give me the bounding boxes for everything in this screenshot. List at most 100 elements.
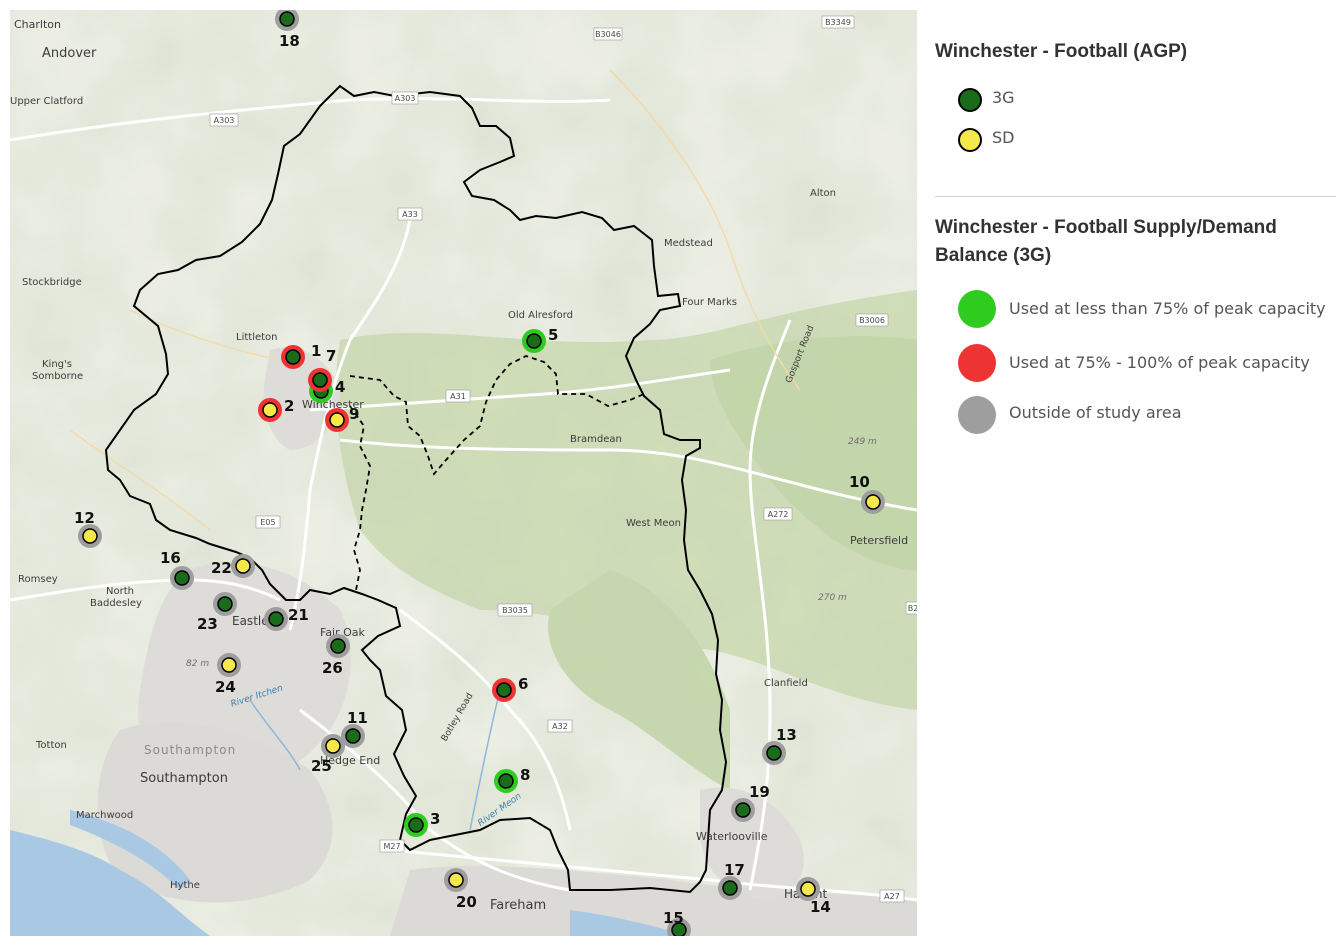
road-label: A31: [450, 392, 466, 401]
facility-marker-13[interactable]: 13: [762, 726, 797, 765]
facility-number-label: 5: [548, 326, 558, 344]
facility-number-label: 8: [520, 766, 530, 784]
facility-marker-2[interactable]: 2: [258, 397, 294, 422]
legend-red-symbol: [958, 344, 996, 382]
facility-marker-3[interactable]: 3: [404, 810, 440, 837]
facility-marker-17[interactable]: 17: [718, 861, 745, 900]
place-label: Baddesley: [90, 598, 142, 609]
facility-marker-24[interactable]: 24: [215, 653, 241, 696]
facility-marker-9[interactable]: 9: [325, 405, 359, 432]
place-label: Southampton: [144, 743, 236, 757]
facility-number-label: 10: [849, 473, 870, 491]
portsmouth-harbour: [570, 910, 690, 936]
spot-height-label: 82 m: [186, 659, 209, 669]
road-label: B3046: [595, 30, 621, 39]
facility-type-dot: [268, 611, 284, 627]
facility-number-label: 11: [347, 709, 368, 727]
facility-marker-16[interactable]: 16: [160, 549, 194, 590]
road-label: A27: [884, 892, 900, 901]
facility-type-dot: [345, 728, 361, 744]
facility-marker-23[interactable]: 23: [197, 592, 237, 633]
place-label: Hythe: [170, 880, 200, 891]
road-label: B3006: [859, 316, 885, 325]
facility-type-dot: [865, 494, 881, 510]
spot-height-label: 270 m: [818, 593, 847, 603]
river-itchen-line: [249, 699, 301, 771]
facility-type-dot: [285, 349, 301, 365]
facility-marker-14[interactable]: 14: [796, 877, 831, 916]
facility-number-label: 14: [810, 898, 831, 916]
facility-number-label: 15: [663, 909, 684, 927]
place-label: Romsey: [18, 574, 58, 585]
place-label: Southampton: [140, 771, 228, 786]
facility-type-dot: [722, 880, 738, 896]
facility-type-dot: [174, 570, 190, 586]
facility-markers: 1234567891011121314151617181920212223242…: [74, 10, 885, 936]
facility-number-label: 12: [74, 509, 95, 527]
place-label: Alton: [810, 188, 836, 199]
facility-marker-19[interactable]: 19: [731, 783, 770, 822]
facility-type-dot: [217, 596, 233, 612]
facility-marker-18[interactable]: 18: [275, 10, 300, 50]
facility-number-label: 26: [322, 659, 343, 677]
facility-marker-8[interactable]: 8: [494, 766, 530, 793]
place-label: Charlton: [14, 18, 61, 31]
legend-panel: Winchester - Football (AGP) 3G SD Winche…: [935, 0, 1336, 936]
facility-marker-7[interactable]: 7: [308, 347, 336, 392]
urban-fareham: [390, 865, 917, 936]
facility-type-dot: [221, 657, 237, 673]
facility-marker-15[interactable]: 15: [663, 909, 691, 936]
place-label: West Meon: [626, 518, 681, 529]
facility-type-dot: [735, 802, 751, 818]
facility-number-label: 24: [215, 678, 236, 696]
district-boundary: [104, 84, 728, 894]
legend-green-label: Used at less than 75% of peak capacity: [1009, 299, 1326, 318]
facility-type-dot: [325, 738, 341, 754]
map-canvas: Charlton Andover Upper Clatford Stockbri…: [10, 10, 917, 936]
facility-type-dot: [279, 11, 295, 27]
facility-number-label: 1: [311, 342, 321, 360]
place-label: Four Marks: [682, 297, 737, 308]
road-label: A303: [214, 116, 235, 125]
map-view[interactable]: Charlton Andover Upper Clatford Stockbri…: [10, 10, 917, 936]
facility-number-label: 19: [749, 783, 770, 801]
facility-number-label: 7: [326, 347, 336, 365]
facility-marker-21[interactable]: 21: [264, 606, 309, 631]
place-label: Upper Clatford: [10, 96, 83, 107]
facility-marker-26[interactable]: 26: [322, 634, 350, 677]
place-label: Fareham: [490, 898, 546, 913]
place-label: Waterlooville: [696, 830, 768, 843]
facility-marker-22[interactable]: 22: [211, 554, 255, 578]
river-test-estuary: [70, 810, 190, 890]
facility-marker-11[interactable]: 11: [341, 709, 368, 748]
facility-marker-10[interactable]: 10: [849, 473, 885, 514]
place-label: Somborne: [32, 371, 83, 382]
facility-marker-1[interactable]: 1: [281, 342, 321, 369]
legend-sd-label: SD: [992, 128, 1015, 147]
facility-marker-6[interactable]: 6: [492, 675, 528, 702]
legend-title-agp: Winchester - Football (AGP): [935, 41, 1188, 62]
road-label: B3349: [825, 18, 851, 27]
legend-3g-symbol: [958, 88, 982, 112]
road-label: A272: [768, 510, 789, 519]
facility-type-dot: [498, 773, 514, 789]
facility-type-dot: [262, 402, 278, 418]
place-label: Bramdean: [570, 434, 622, 445]
facility-number-label: 4: [335, 378, 345, 396]
place-label: Marchwood: [76, 810, 133, 821]
place-label: Petersfield: [850, 534, 908, 547]
legend-divider: [935, 196, 1336, 197]
facility-type-dot: [82, 528, 98, 544]
road-label: A32: [552, 722, 568, 731]
facility-type-dot: [330, 638, 346, 654]
place-label: Littleton: [236, 332, 278, 343]
road-label: B3035: [502, 606, 528, 615]
facility-type-dot: [235, 558, 251, 574]
facility-marker-20[interactable]: 20: [444, 868, 477, 911]
facility-marker-25[interactable]: 25: [311, 734, 345, 775]
place-label: Clanfield: [764, 678, 808, 689]
facility-marker-12[interactable]: 12: [74, 509, 102, 548]
facility-number-label: 25: [311, 757, 332, 775]
facility-type-dot: [496, 682, 512, 698]
facility-marker-5[interactable]: 5: [522, 326, 558, 353]
